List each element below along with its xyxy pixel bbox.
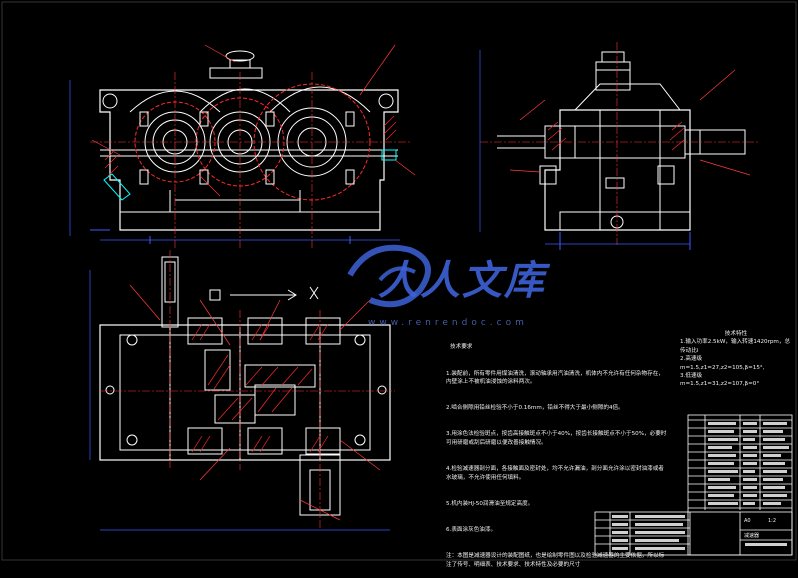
technical-characteristic-line: 2.高速级	[680, 356, 703, 363]
technical-characteristic-line: m=1.5,z1=31,z2=107,β=0°	[680, 381, 760, 388]
watermark-logo-shape	[347, 244, 431, 308]
technical-requirements-title: 技术要求	[450, 344, 473, 351]
technical-characteristic-line: m=1.5,z1=27,z2=105,β=15°,	[680, 364, 765, 371]
drawing-name: 减速器	[744, 533, 760, 539]
side-view	[479, 42, 760, 250]
technical-requirement-line: 6.表面涂灰色油漆。	[446, 527, 497, 534]
plan-view	[89, 250, 395, 531]
drawing-scale: 1:2	[768, 518, 777, 524]
technical-requirement-line: 1.装配前，所有零件用煤油清洗，滚动轴承用汽油清洗，机体内不允许有任何杂物存在，…	[446, 370, 664, 386]
technical-characteristic-line: 1.输入功率2.5kW，输入转速1420rpm，总传动比i	[680, 339, 791, 354]
technical-requirement-line: 注：本图是减速器设计的装配图纸，也是绘制零件图以及检验减速器的主要依据，所以标注…	[446, 553, 665, 568]
technical-characteristics-title: 技术特性	[724, 331, 748, 337]
front-view	[69, 44, 416, 250]
technical-requirement-line: 3.用涂色法检验斑点，按齿高接触斑点不小于40%，按齿长接触斑点不小于50%，必…	[446, 431, 667, 447]
technical-characteristics: 技术特性 1.输入功率2.5kW，输入转速1420rpm，总传动比i 2.高速级…	[680, 330, 792, 389]
watermark-url: www.renrendoc.com	[368, 318, 528, 328]
watermark-brand: 人人文库	[378, 257, 546, 304]
drawing-number: A0	[744, 518, 751, 524]
cad-drawing	[0, 0, 798, 562]
technical-requirement-line: 5.机内装HJ-50润滑油至规定高度。	[446, 501, 534, 508]
technical-characteristic-line: 3.低速级	[680, 373, 703, 380]
technical-requirement-line: 4.检验减速器剖分面，各接触面及密封处，均不允许漏油，剖分面允许涂以密封油漆或者…	[446, 466, 664, 481]
title-block	[594, 414, 793, 556]
technical-requirement-line: 2.啮合侧隙用铅丝检验不小于0.16mm，铅丝不得大于最小侧隙的4倍。	[446, 405, 624, 412]
technical-requirements: 技术要求 1.装配前，所有零件用煤油清洗，滚动轴承用汽油清洗，机体内不允许有任何…	[446, 326, 668, 578]
